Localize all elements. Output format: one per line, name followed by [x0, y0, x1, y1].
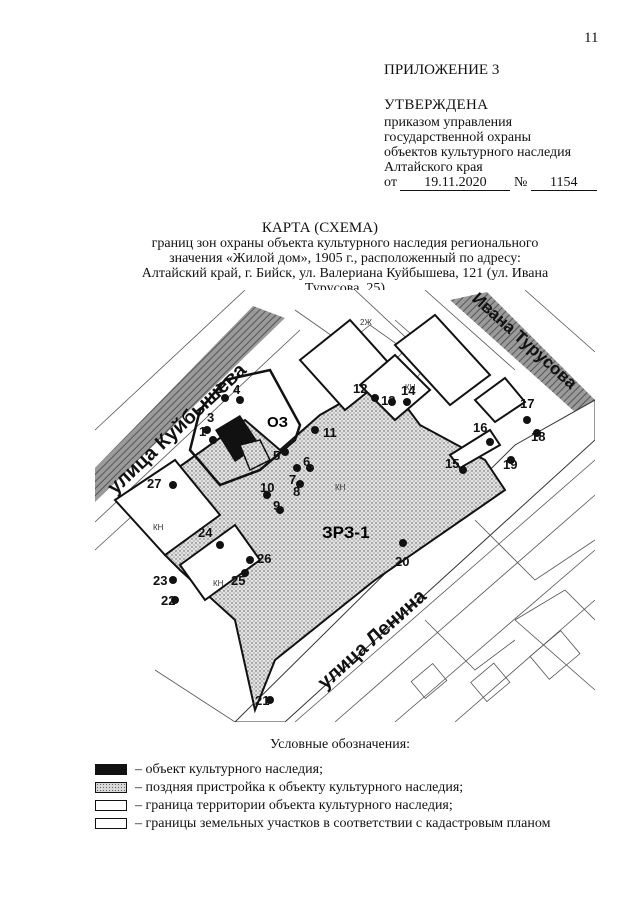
land-use-code: КН — [213, 579, 224, 588]
boundary-point-label: 21 — [255, 693, 269, 708]
boundary-point-marker — [281, 448, 289, 456]
boundary-point-marker — [403, 398, 411, 406]
street-kuibysheva — [95, 306, 285, 502]
street-turusova — [450, 292, 595, 430]
boundary-point-label: 5 — [273, 448, 280, 463]
boundary-point-marker — [507, 456, 515, 464]
boundary-point-label: 27 — [147, 476, 161, 491]
boundary-point-marker — [236, 396, 244, 404]
legend-title: Условные обозначения: — [270, 737, 411, 752]
boundary-point-label: 15 — [445, 456, 459, 471]
boundary-point-label: 1 — [199, 424, 206, 439]
legend-text: – поздняя пристройка к объекту культурно… — [135, 780, 464, 795]
boundary-point-marker — [169, 576, 177, 584]
boundary-point-label: 9 — [273, 498, 280, 513]
boundary-point-marker — [216, 541, 224, 549]
boundary-point-marker — [221, 394, 229, 402]
boundary-point-marker — [523, 416, 531, 424]
boundary-point-label: 13 — [381, 393, 395, 408]
boundary-point-label: 24 — [198, 525, 213, 540]
subtitle-line: Алтайский край, г. Бийск, ул. Валериана … — [141, 266, 549, 281]
boundary-point-label: 19 — [503, 457, 517, 472]
subtitle-line: значения «Жилой дом», 1905 г., расположе… — [169, 251, 521, 266]
boundary-point-marker — [209, 436, 217, 444]
approval-date-line: от 19.11.2020 № 1154 — [384, 175, 597, 191]
boundary-point-label: 8 — [293, 484, 300, 499]
boundary-point-marker — [276, 506, 284, 514]
boundary-point-marker — [203, 426, 211, 434]
boundary-point-label: 4 — [233, 382, 241, 397]
boundary-point-label: 10 — [260, 480, 274, 495]
boundary-point-label: 3 — [207, 410, 214, 425]
legend-text: – граница территории объекта культурного… — [135, 798, 453, 813]
map-subtitle: границ зон охраны объекта культурного на… — [110, 236, 580, 296]
legend-swatch-white — [95, 818, 127, 829]
legend-text: – объект культурного наследия; — [135, 762, 323, 777]
boundary-point-marker — [486, 438, 494, 446]
annex-heading: ПРИЛОЖЕНИЕ 3 — [384, 62, 500, 78]
boundary-point-marker — [241, 569, 249, 577]
boundary-point-label: 25 — [231, 573, 245, 588]
cadastral-lines — [95, 290, 595, 722]
boundary-point-marker — [388, 398, 396, 406]
boundary-point-marker — [246, 556, 254, 564]
boundary-point-label: 18 — [531, 429, 545, 444]
boundary-point-label: 26 — [257, 551, 271, 566]
boundary-point-label: 14 — [401, 383, 416, 398]
zone-o3-label: ОЗ — [267, 414, 288, 431]
legend-text: – границы земельных участков в соответст… — [135, 816, 551, 831]
later-extension — [238, 439, 272, 472]
approval-number: 1154 — [530, 175, 597, 191]
boundary-point-label: 20 — [395, 554, 409, 569]
land-use-code: КН — [153, 523, 164, 532]
boundary-point-label: 11 — [323, 425, 337, 440]
boundary-point-label: 17 — [520, 396, 534, 411]
approval-line: объектов культурного наследия — [384, 145, 572, 160]
subtitle-line: границ зон охраны объекта культурного на… — [151, 236, 539, 251]
legend-swatch-white — [95, 800, 127, 811]
boundary-point-label: 7 — [289, 472, 296, 487]
boundary-point-marker — [263, 491, 271, 499]
legend-swatch-black — [95, 764, 127, 775]
land-use-code: КН — [405, 383, 416, 392]
boundary-point-marker — [296, 480, 304, 488]
boundary-point-label: 2 — [215, 381, 222, 396]
boundary-point-label: 22 — [161, 593, 175, 608]
legend-swatch-dotted — [95, 782, 127, 793]
number-prefix: № — [513, 175, 528, 190]
boundary-point-marker — [266, 696, 274, 704]
land-use-code: КН — [335, 483, 346, 492]
approval-date: 19.11.2020 — [400, 175, 511, 191]
zone-zrz-label: ЗРЗ-1 — [322, 523, 370, 542]
boundary-point-marker — [399, 539, 407, 547]
boundary-point-label: 12 — [353, 381, 367, 396]
land-use-code: 2Ж — [360, 318, 372, 327]
approval-line: государственной охраны — [384, 130, 532, 145]
date-prefix: от — [384, 175, 397, 190]
page-number: 11 — [584, 30, 599, 46]
boundary-point-marker — [311, 426, 319, 434]
boundary-point-marker — [306, 464, 314, 472]
zone-o3 — [188, 368, 302, 487]
boundary-point-marker — [533, 429, 541, 437]
boundary-point-marker — [293, 464, 301, 472]
boundary-point-label: 6 — [303, 454, 310, 469]
boundary-point-marker — [171, 596, 179, 604]
approval-line: Алтайского края — [384, 160, 483, 175]
zone-map: улица Куйбышева Ивана Турусова улица Лен… — [95, 290, 595, 722]
boundary-point-marker — [169, 481, 177, 489]
boundary-point-label: 23 — [153, 573, 167, 588]
map-title: КАРТА (СХЕМА) — [261, 220, 379, 236]
approval-line: приказом управления — [384, 115, 513, 130]
building-outlines — [113, 313, 527, 602]
boundary-point-marker — [459, 466, 467, 474]
boundary-point-label: 16 — [473, 420, 487, 435]
approval-heading: УТВЕРЖДЕНА — [384, 97, 489, 113]
boundary-point-marker — [371, 394, 379, 402]
